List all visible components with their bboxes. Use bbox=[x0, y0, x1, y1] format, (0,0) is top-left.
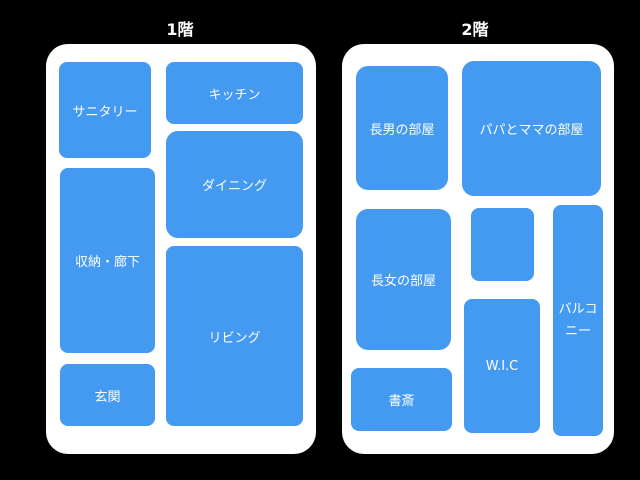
room-storage-hall-label: 収納・廊下 bbox=[74, 255, 140, 270]
floor2-title: 2階 bbox=[461, 20, 489, 39]
room-parents-label: パパとママの部屋 bbox=[479, 123, 584, 138]
room-wic-label: W.I.C bbox=[485, 358, 519, 374]
room-eldest-son[interactable]: 長男の部屋 bbox=[356, 66, 448, 190]
room-balcony-label-line2: ニー bbox=[564, 323, 591, 339]
floor1-plan: サニタリー キッチン ダイニング 収納・廊下 リビング 玄関 bbox=[46, 44, 316, 454]
room-wic[interactable]: W.I.C bbox=[464, 299, 540, 433]
room-parents[interactable]: パパとママの部屋 bbox=[462, 61, 601, 196]
floor2-plan: 長男の部屋 パパとママの部屋 長女の部屋 W.I.C バルコ ニー 書斎 bbox=[342, 44, 614, 454]
room-eldest-daughter-label: 長女の部屋 bbox=[370, 274, 436, 289]
room-eldest-daughter[interactable]: 長女の部屋 bbox=[356, 209, 451, 350]
room-dining-label: ダイニング bbox=[201, 179, 267, 194]
room-kitchen[interactable]: キッチン bbox=[166, 62, 303, 124]
room-sanitary-label: サニタリー bbox=[72, 104, 138, 120]
room-eldest-son-label: 長男の部屋 bbox=[369, 122, 435, 138]
room-balcony[interactable]: バルコ ニー bbox=[553, 205, 603, 436]
room-entrance-label: 玄関 bbox=[94, 389, 121, 405]
room-unlabeled[interactable] bbox=[471, 208, 534, 281]
floor1-title: 1階 bbox=[166, 20, 194, 39]
room-storage-hall[interactable]: 収納・廊下 bbox=[60, 168, 155, 353]
room-living[interactable]: リビング bbox=[166, 246, 303, 426]
room-kitchen-label: キッチン bbox=[208, 87, 261, 103]
room-sanitary[interactable]: サニタリー bbox=[59, 62, 151, 158]
room-study-label: 書斎 bbox=[388, 394, 415, 409]
room-study[interactable]: 書斎 bbox=[351, 368, 452, 431]
room-dining[interactable]: ダイニング bbox=[166, 131, 303, 238]
room-entrance[interactable]: 玄関 bbox=[60, 364, 155, 426]
room-balcony-label: バルコ ニー bbox=[559, 299, 598, 343]
room-balcony-label-line1: バルコ bbox=[558, 301, 598, 317]
room-living-label: リビング bbox=[208, 330, 261, 346]
